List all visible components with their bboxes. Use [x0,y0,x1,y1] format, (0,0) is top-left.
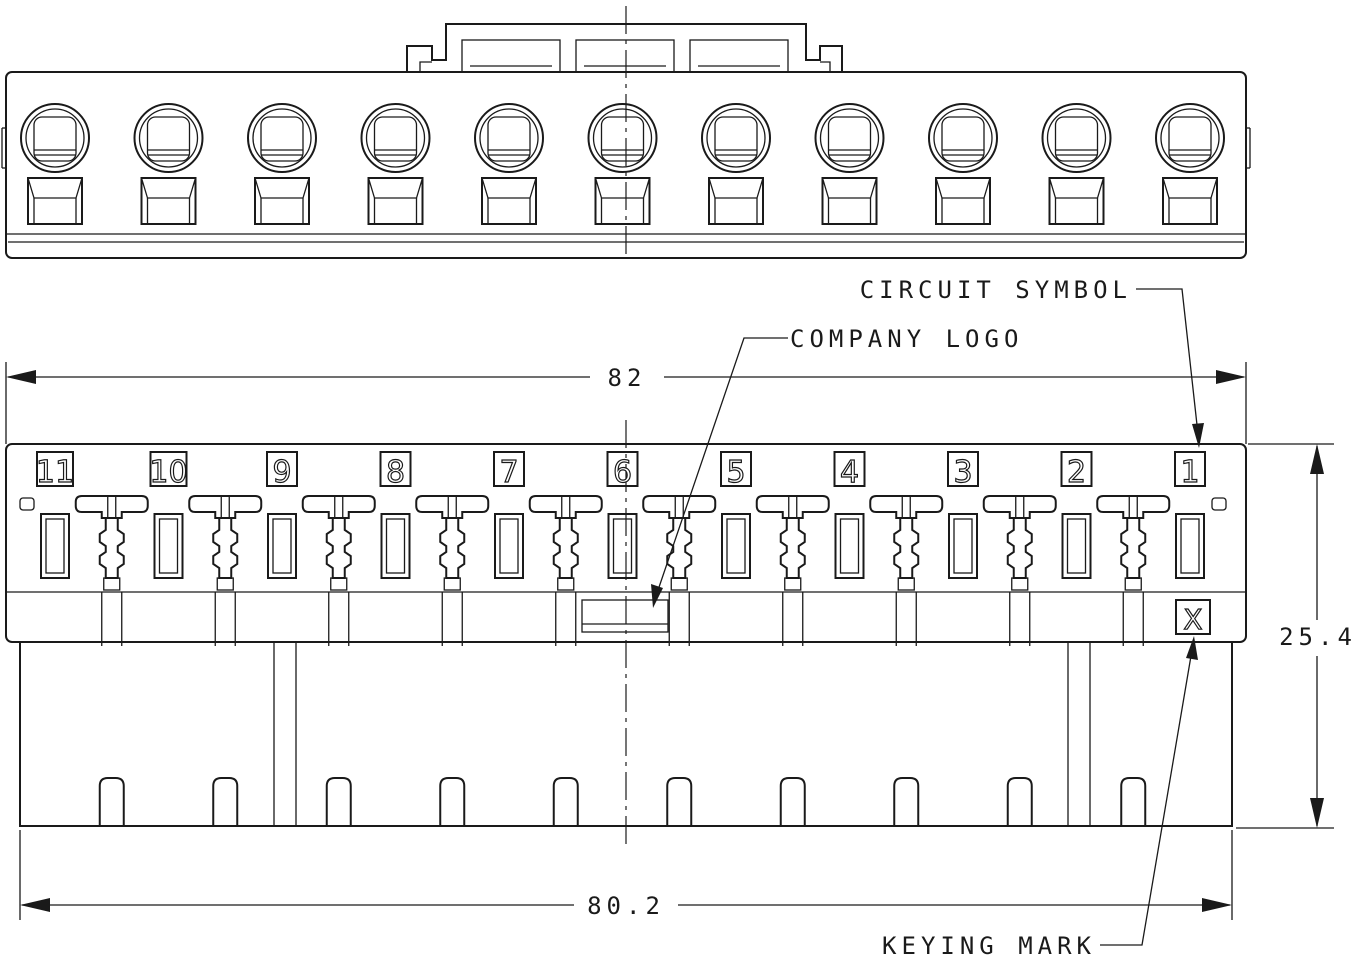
circuit-numbers: 11 10 9 8 7 6 5 4 3 2 1 [35,451,1206,491]
circuit-number: 9 [272,455,291,490]
front-cavity [40,513,70,579]
top-cavity [247,103,317,225]
callout-keying-mark: KEYING MARK [882,636,1198,958]
circuit-number-box: 3 [947,451,979,491]
front-cavity [267,513,297,579]
front-cavity [1175,513,1205,579]
circuit-number-box: 9 [266,451,298,491]
keying-mark-symbol: X [1183,603,1202,636]
circuit-number-box: 2 [1060,451,1093,491]
top-cavity [814,103,885,225]
dimension-overall-width: 82 [5,362,1247,444]
dimension-body-width: 80.2 [19,830,1233,920]
bottom-notch [98,777,125,826]
terminal-latch [415,495,490,646]
company-logo-label: COMPANY LOGO [790,325,1023,353]
circuit-number: 5 [726,455,745,490]
circuit-number: 4 [840,455,859,490]
top-cavity [360,103,431,225]
circuit-number-box: 4 [833,451,866,491]
circuit-number: 1 [1180,455,1199,490]
circuit-number: 2 [1067,455,1086,490]
bottom-notch [552,777,579,826]
circuit-number: 8 [386,455,405,490]
front-cavity [721,513,751,579]
keying-mark: X [1175,599,1211,637]
front-view: X [5,443,1247,827]
circuit-number: 7 [499,455,518,490]
bottom-notch [779,777,806,826]
top-cavity [587,103,658,225]
bottom-notch [666,777,693,826]
front-cavity [834,513,865,579]
top-cavity [928,103,998,225]
front-columns [40,495,1205,646]
company-logo-plate [581,599,669,633]
terminal-latch [869,495,944,646]
terminal-latch [1096,495,1171,646]
circuit-number-box: 8 [379,451,412,491]
terminal-latch [74,495,149,646]
circuit-number-box: 7 [493,451,525,491]
callout-circuit-symbol: CIRCUIT SYMBOL [860,276,1204,448]
dimension-80-2-text: 80.2 [587,892,665,920]
terminal-latch [755,495,830,646]
top-cavity [20,103,90,225]
circuit-number: 11 [36,455,74,490]
callout-company-logo: COMPANY LOGO [651,325,1023,608]
front-cavity [1061,513,1092,579]
terminal-latch [301,495,376,646]
top-cavity [474,103,544,225]
bottom-notch [1006,777,1033,826]
front-cavity [948,513,978,579]
keying-mark-label: KEYING MARK [882,932,1096,958]
bottom-notch [325,777,352,826]
terminal-latch [528,495,603,646]
circuit-number: 6 [613,455,632,490]
circuit-number: 3 [953,455,972,490]
circuit-number-box: 1 [1174,451,1206,491]
bottom-notch [893,777,920,826]
dimension-height: 25.4 [1236,443,1354,829]
bottom-notch [1120,777,1147,826]
front-cavity [153,513,184,579]
bottom-notch [212,777,239,826]
front-cavity [380,513,411,579]
circuit-symbol-label: CIRCUIT SYMBOL [860,276,1132,304]
dimension-82-text: 82 [608,364,647,392]
dimension-25-4-text: 25.4 [1279,623,1354,651]
terminal-latch [188,495,263,646]
circuit-number: 10 [149,455,187,490]
circuit-number-box: 6 [606,451,639,491]
bottom-notch [439,777,466,826]
top-cavity [701,103,771,225]
top-cavity [1155,103,1225,225]
circuit-number-box: 11 [35,451,75,491]
bottom-notches [98,777,1147,826]
circuit-number-box: 10 [149,451,188,491]
top-cavities [20,103,1225,225]
top-cavity [133,103,204,225]
circuit-number-box: 5 [720,451,752,491]
front-cavity [607,513,638,579]
top-cavity [1041,103,1112,225]
terminal-latch [982,495,1057,646]
front-cavity [494,513,524,579]
